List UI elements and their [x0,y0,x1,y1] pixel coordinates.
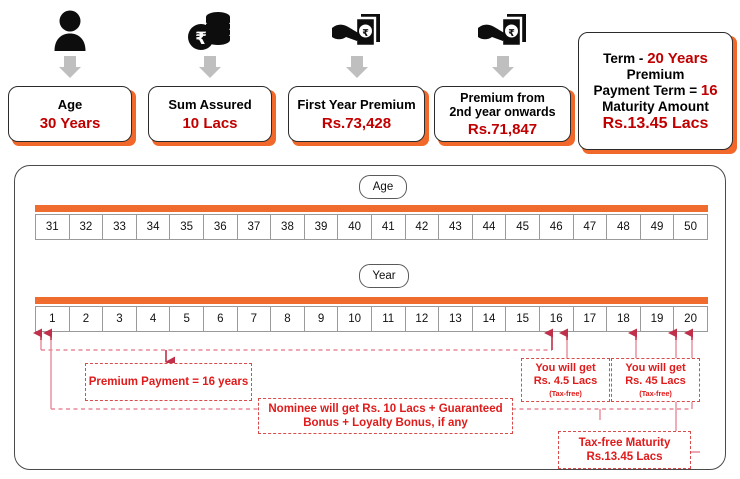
age-badge: Age [359,175,407,199]
year-cell[interactable]: 2 [68,306,103,332]
callout-premium-payment: Premium Payment = 16 years [85,363,252,401]
year-cell[interactable]: 10 [337,306,371,332]
age-track-bar [35,205,708,212]
callout-maturity: Tax-free Maturity Rs.13.45 Lacs [558,431,691,469]
maturity-amount-label: Maturity Amount [602,98,709,114]
age-cell[interactable]: 48 [606,214,640,240]
age-cell[interactable]: 45 [505,214,539,240]
age-cell[interactable]: 35 [169,214,203,240]
year-cell[interactable]: 7 [236,306,271,332]
callout-line-3: (Tax-free) [639,388,672,398]
summary-card-term-maturity: Term - 20 Years Premium Payment Term = 1… [578,4,737,154]
term-label: Term - [603,50,648,66]
year-cell[interactable]: 8 [270,306,304,332]
callout-line-2: Rs.13.45 Lacs [586,451,663,463]
age-cell[interactable]: 39 [303,214,338,240]
age-cell[interactable]: 40 [337,214,371,240]
hand-cash-icon: ₹ [434,4,571,52]
card-value: Rs.73,428 [321,114,392,132]
year-cell[interactable]: 1 [35,306,69,332]
age-cell[interactable]: 31 [35,214,69,240]
callout-line-1: Tax-free Maturity [578,436,671,449]
year-cell[interactable]: 19 [639,306,674,332]
card-title: First Year Premium [297,96,416,112]
summary-card-sum-assured: ₹ Sum Assured 10 Lacs [148,4,276,149]
premium-label: Premium [626,66,685,82]
card-title-line2: 2nd year onwards [449,104,556,119]
year-cell[interactable]: 15 [505,306,539,332]
callout-payout-year-16: You will get Rs. 4.5 Lacs (Tax-free) [521,358,610,402]
year-cell[interactable]: 3 [102,306,136,332]
coins-rupee-icon: ₹ [148,4,272,52]
year-cell[interactable]: 13 [438,306,472,332]
card-title: Age [57,96,83,112]
callout-line-1: You will get [535,362,596,375]
ppt-line: Payment Term = 16 [593,82,717,99]
callout-line-1: Nominee will get Rs. 10 Lacs + Guarantee… [268,402,503,415]
age-cell[interactable]: 34 [135,214,170,240]
card-title: Sum Assured [168,96,252,112]
callout-line-2: Rs. 4.5 Lacs [533,375,598,388]
age-cell[interactable]: 38 [270,214,304,240]
term-value: 20 Years [647,49,708,67]
svg-text:₹: ₹ [362,28,369,39]
callout-nominee: Nominee will get Rs. 10 Lacs + Guarantee… [258,398,513,434]
age-cell[interactable]: 43 [438,214,472,240]
age-cell[interactable]: 46 [538,214,573,240]
year-cell[interactable]: 14 [471,306,506,332]
card-title: Premium from [460,90,545,105]
year-cell[interactable]: 20 [673,306,708,332]
year-cell[interactable]: 4 [135,306,170,332]
person-icon [8,4,132,52]
term-line: Term - 20 Years [603,50,708,67]
year-badge: Year [359,264,409,288]
age-badge-label: Age [372,181,394,193]
svg-text:₹: ₹ [195,29,207,49]
year-badge-label: Year [372,270,396,282]
year-cell[interactable]: 6 [202,306,237,332]
age-cell[interactable]: 36 [202,214,237,240]
maturity-amount-value: Rs.13.45 Lacs [602,114,709,132]
age-cell[interactable]: 32 [68,214,103,240]
hand-cash-icon: ₹ [288,4,425,52]
year-cell[interactable]: 11 [370,306,405,332]
age-cell[interactable]: 33 [102,214,136,240]
age-cell[interactable]: 41 [370,214,405,240]
summary-card-renewal-premium: ₹ Premium from 2nd year onwards Rs.71,84… [434,4,575,149]
callout-line-2: Rs. 45 Lacs [625,375,686,388]
svg-text:₹: ₹ [508,28,515,39]
age-cell[interactable]: 50 [673,214,708,240]
year-track-bar [35,297,708,304]
ppt-value: 16 [700,81,718,99]
year-cell[interactable]: 5 [169,306,203,332]
year-cell[interactable]: 9 [303,306,338,332]
age-cell[interactable]: 44 [471,214,506,240]
summary-card-age: Age 30 Years [8,4,136,149]
callout-payout-year-18: You will get Rs. 45 Lacs (Tax-free) [611,358,700,402]
age-cell[interactable]: 49 [639,214,674,240]
ppt-label: Payment Term = [593,82,701,98]
card-value: 10 Lacs [182,114,238,132]
callout-line-1: Premium Payment = 16 years [88,375,249,388]
year-cell[interactable]: 16 [538,306,573,332]
callout-line-3: (Tax-free) [549,388,582,398]
callout-line-2: Bonus + Loyalty Bonus, if any [303,417,468,429]
year-cell[interactable]: 17 [572,306,607,332]
age-cell[interactable]: 47 [572,214,607,240]
summary-card-first-year-premium: ₹ First Year Premium Rs.73,428 [288,4,429,149]
age-cell[interactable]: 37 [236,214,271,240]
card-value: Rs.71,847 [467,120,538,138]
year-cell[interactable]: 18 [606,306,640,332]
year-cell[interactable]: 12 [404,306,439,332]
callout-line-1: You will get [625,362,686,375]
age-cell[interactable]: 42 [404,214,439,240]
card-value: 30 Years [39,114,101,132]
